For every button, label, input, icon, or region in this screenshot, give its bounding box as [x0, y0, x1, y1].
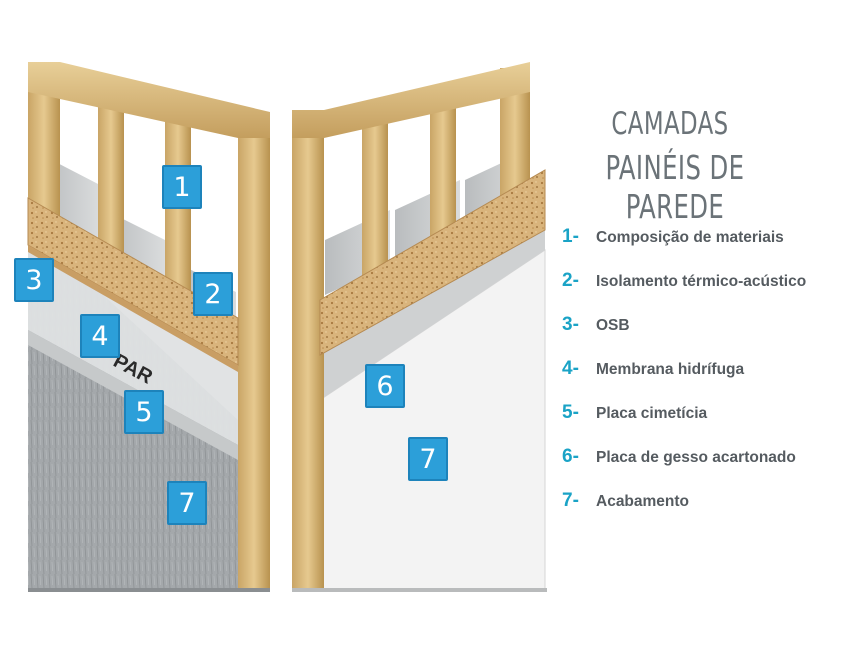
corner-stud: [238, 120, 270, 590]
badge-6: 6: [365, 364, 405, 408]
top-plate: [28, 62, 270, 138]
stud: [430, 98, 456, 248]
osb-edge: [28, 245, 238, 372]
diagram-title-line1: CAMADAS: [611, 106, 729, 142]
legend-item: 5- Placa cimetícia: [562, 402, 707, 428]
legend-label: Membrana hidrífuga: [596, 361, 745, 378]
legend-label: Composição de materiais: [596, 229, 784, 246]
bottom-edge: [28, 588, 270, 592]
diagram-title-line2: PAINÉIS DE PAREDE: [605, 148, 745, 226]
legend-number: 4-: [562, 358, 579, 379]
bottom-edge: [292, 588, 547, 592]
stud: [362, 120, 388, 280]
legend-label: Acabamento: [596, 493, 690, 510]
legend-label: Placa de gesso acartonado: [596, 449, 796, 466]
legend-label: OSB: [596, 317, 630, 334]
right-wall-panel: [292, 62, 547, 592]
corner-stud: [292, 110, 324, 590]
left-wall-panel: PAR: [27, 62, 270, 592]
legend-number: 5-: [562, 402, 579, 423]
legend-item: 7- Acabamento: [562, 490, 689, 516]
legend-item: 1- Composição de materiais: [562, 226, 784, 252]
badge-4: 4: [80, 314, 120, 358]
legend-number: 7-: [562, 490, 579, 511]
badge-1: 1: [162, 165, 202, 209]
top-plate: [292, 62, 530, 138]
legend-number: 1-: [562, 226, 579, 247]
badge-2: 2: [193, 272, 233, 316]
legend-label: Placa cimetícia: [596, 405, 708, 422]
legend-label: Isolamento térmico-acústico: [596, 273, 807, 290]
legend-item: 2- Isolamento térmico-acústico: [562, 270, 806, 296]
legend-item: 6- Placa de gesso acartonado: [562, 446, 796, 472]
stud: [98, 95, 124, 255]
membrane-layer: [28, 235, 238, 445]
badge-7-right: 7: [408, 437, 448, 481]
legend-number: 3-: [562, 314, 579, 335]
legend-number: 2-: [562, 270, 579, 291]
badge-3: 3: [14, 258, 54, 302]
badge-7-left: 7: [167, 481, 207, 525]
osb-layer: [319, 169, 546, 356]
legend-item: 4- Membrana hidrífuga: [562, 358, 744, 384]
legend-item: 3- OSB: [562, 314, 630, 340]
legend-number: 6-: [562, 446, 579, 467]
badge-5: 5: [124, 390, 164, 434]
